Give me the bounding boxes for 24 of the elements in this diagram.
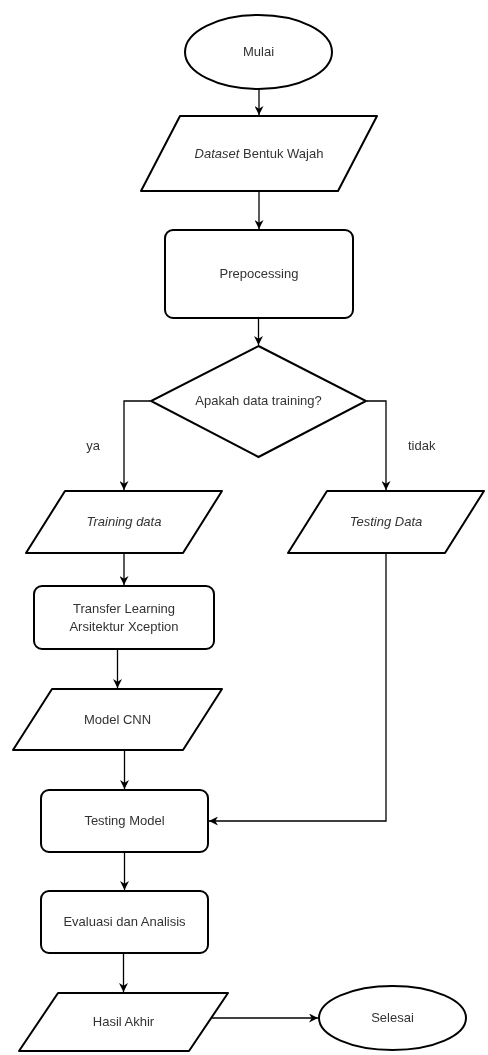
process-box: Testing Model <box>40 789 209 853</box>
start-ellipse: Mulai <box>184 14 333 90</box>
decision-diamond: Apakah data training? <box>150 345 367 458</box>
arrow <box>254 318 263 346</box>
arrow <box>254 89 264 116</box>
arrow <box>366 400 391 491</box>
process-box: Prepocessing <box>164 229 354 319</box>
data-parallelogram: Model CNN <box>12 688 223 751</box>
arrow <box>119 953 128 993</box>
data-parallelogram: Dataset Bentuk Wajah <box>140 115 378 192</box>
data-parallelogram: Training data <box>25 490 223 554</box>
arrow <box>120 852 129 891</box>
process-box: Evaluasi dan Analisis <box>40 890 209 954</box>
data-parallelogram: Testing Data <box>287 490 485 554</box>
arrow <box>211 1013 319 1023</box>
arrow <box>113 649 122 689</box>
arrow <box>119 553 129 586</box>
output-parallelogram: Hasil Akhir <box>18 992 229 1052</box>
arrow <box>208 553 387 826</box>
process-box: Transfer Learning Arsitektur Xception <box>33 585 215 650</box>
arrow <box>119 400 151 491</box>
arrow <box>120 750 129 790</box>
end-ellipse: Selesai <box>318 985 467 1051</box>
arrow <box>254 191 264 230</box>
